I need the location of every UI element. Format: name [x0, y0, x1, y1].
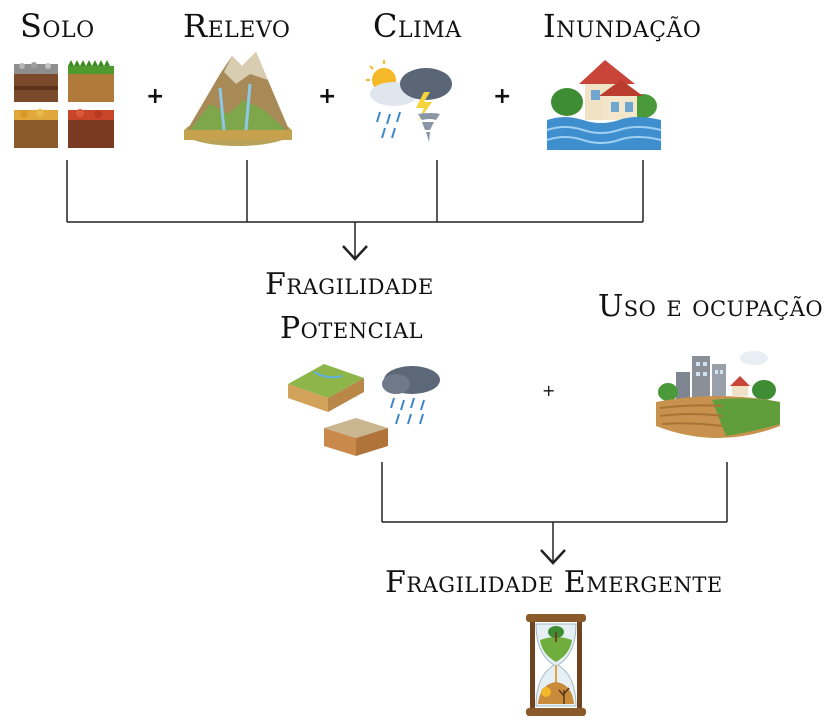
plus-sign-3: + — [493, 84, 512, 109]
plus-sign-4: + — [542, 381, 556, 400]
factor-title-inundacao: Inundação — [543, 7, 702, 45]
weather-storm-icon — [366, 60, 452, 142]
mountain-relief-icon — [184, 52, 292, 146]
soil-types-icon — [14, 60, 114, 148]
potential-fragility-title-line1: Fragilidade — [265, 267, 434, 302]
plus-sign-1: + — [146, 84, 165, 109]
factor-title-relevo: Relevo — [183, 7, 291, 45]
potential-fragility-title-line2: Potencial — [280, 311, 424, 346]
soil-and-rain-icon — [288, 364, 440, 456]
city-and-farmland-icon — [656, 351, 780, 438]
hourglass-icon — [526, 614, 586, 716]
plus-sign-2: + — [318, 84, 337, 109]
factor-title-solo: Solo — [20, 7, 95, 45]
land-use-title: Uso e ocupação — [598, 289, 824, 324]
emergent-fragility-title: Fragilidade Emergente — [385, 565, 723, 600]
flooded-house-icon — [546, 60, 662, 150]
factor-title-clima: Clima — [373, 7, 462, 45]
